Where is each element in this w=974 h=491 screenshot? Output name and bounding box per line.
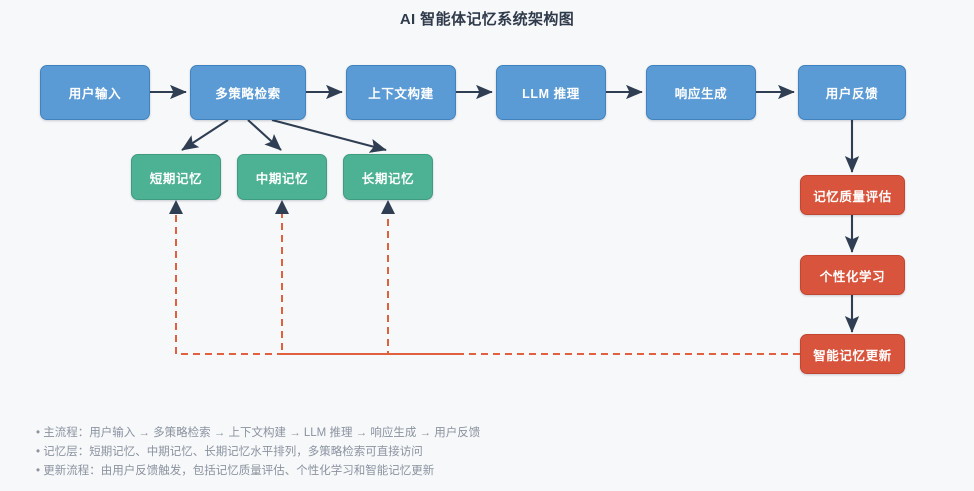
node-short-term-memory[interactable]: 短期记忆 [131,154,221,200]
edge-writeback-dashed [175,210,800,355]
node-personalized-learning[interactable]: 个性化学习 [800,255,905,295]
page-title: AI 智能体记忆系统架构图 [399,11,575,28]
node-label: 上下文构建 [368,87,434,101]
node-multi-strategy-retrieval[interactable]: 多策略检索 [190,65,306,120]
node-llm-inference[interactable]: LLM 推理 [496,65,606,120]
node-label: 中期记忆 [255,171,309,186]
node-memory-quality-eval[interactable]: 记忆质量评估 [800,175,905,215]
node-smart-memory-update[interactable]: 智能记忆更新 [800,334,905,374]
node-label: LLM 推理 [522,87,580,101]
node-label: 智能记忆更新 [813,348,892,363]
legend: • 主流程：用户输入 → 多策略检索 → 上下文构建 → LLM 推理 → 响应… [36,424,736,481]
legend-line-update-flow: • 更新流程：由用户反馈触发，包括记忆质量评估、个性化学习和智能记忆更新 [36,465,435,477]
node-long-term-memory[interactable]: 长期记忆 [343,154,433,200]
node-context-build[interactable]: 上下文构建 [346,65,456,120]
node-user-feedback[interactable]: 用户反馈 [798,65,906,120]
node-response-generation[interactable]: 响应生成 [646,65,756,120]
edge-writeback-arrowheads [169,200,395,214]
node-label: 长期记忆 [361,171,415,186]
node-label: 短期记忆 [149,171,203,186]
node-label: 记忆质量评估 [813,189,892,204]
node-user-input[interactable]: 用户输入 [40,65,150,120]
node-label: 响应生成 [674,87,728,101]
legend-line-memory-layer: • 记忆层：短期记忆、中期记忆、长期记忆水平排列，多策略检索可直接访问 [36,446,423,458]
node-label: 多策略检索 [215,87,281,101]
node-label: 用户反馈 [825,87,879,101]
legend-line-main-flow: • 主流程：用户输入 → 多策略检索 → 上下文构建 → LLM 推理 → 响应… [36,427,481,439]
node-label: 个性化学习 [819,269,886,284]
node-label: 用户输入 [68,87,122,101]
edge-retrieval-to-memory [181,118,387,153]
node-mid-term-memory[interactable]: 中期记忆 [237,154,327,200]
